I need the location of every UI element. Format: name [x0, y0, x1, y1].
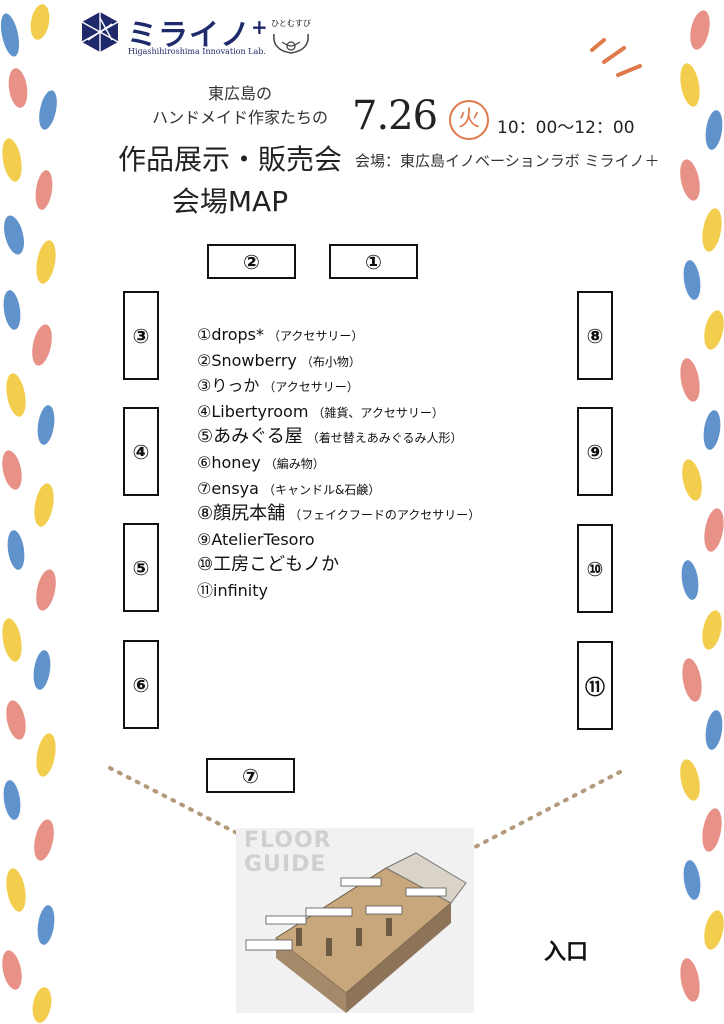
booth-3: ③ [123, 291, 159, 380]
miraino-logo-text: ミライノ+ [127, 15, 269, 53]
list-item: ⑨AtelierTesoro [197, 529, 315, 549]
booth-9: ⑨ [577, 407, 613, 496]
list-item: ⑥honey（編み物） [197, 452, 325, 472]
booth-8: ⑧ [577, 291, 613, 380]
booth-5: ⑤ [123, 523, 159, 612]
list-item: ⑪infinity [197, 580, 268, 600]
floor-plan-illustration [245, 852, 467, 1013]
logo-plus: + [251, 15, 269, 39]
event-time: 10：00〜12：00 [497, 118, 635, 138]
booth-10: ⑩ [577, 524, 613, 613]
event-date: 7.26 [352, 93, 438, 139]
page-subtitle: 会場MAP [171, 185, 289, 218]
entrance-label: 入口 [544, 940, 589, 965]
floor-guide-label-2: GUIDE [244, 852, 327, 877]
floor-guide-image: FLOOR GUIDE [236, 828, 474, 1013]
booth-1: ① [329, 244, 418, 279]
list-item: ⑩工房こどもノか [197, 554, 340, 576]
miraino-logo-subtitle: Higashihiroshima Innovation Lab. [128, 47, 266, 56]
intro-line-2: ハンドメイド作家たちの [151, 108, 328, 127]
partner-logo-text: ひとむすび [271, 19, 311, 28]
list-item: ⑦ensya（キャンドル&石鹸） [197, 478, 381, 498]
miraino-logo-icon [81, 12, 119, 52]
list-item: ③りっか（アクセサリー） [197, 376, 359, 396]
list-item: ⑧顔尻本舗（フェイクフードのアクセサリー） [197, 503, 481, 525]
event-weekday: 火 [449, 100, 489, 140]
booth-2: ② [207, 244, 296, 279]
booth-4: ④ [123, 407, 159, 496]
intro-line-1: 東広島の [207, 84, 272, 103]
vendor-list: ①drops*（アクセサリー） ②Snowberry（布小物） ③りっか（アクセ… [197, 322, 480, 604]
list-item: ⑤あみぐる屋（着せ替えあみぐるみ人形） [197, 426, 463, 448]
partner-logo: ひとむすび [271, 19, 311, 54]
booth-6: ⑥ [123, 640, 159, 729]
page-title: 作品展示・販売会 [117, 143, 342, 176]
floor-guide-label-1: FLOOR [244, 828, 332, 853]
booth-7: ⑦ [206, 758, 295, 793]
event-venue: 会場：東広島イノベーションラボ ミライノ＋ [355, 152, 660, 170]
booth-11: ⑪ [577, 641, 613, 730]
list-item: ①drops*（アクセサリー） [197, 325, 364, 344]
list-item: ②Snowberry（布小物） [197, 350, 361, 370]
list-item: ④Libertyroom（雑貨、アクセサリー） [197, 401, 444, 421]
